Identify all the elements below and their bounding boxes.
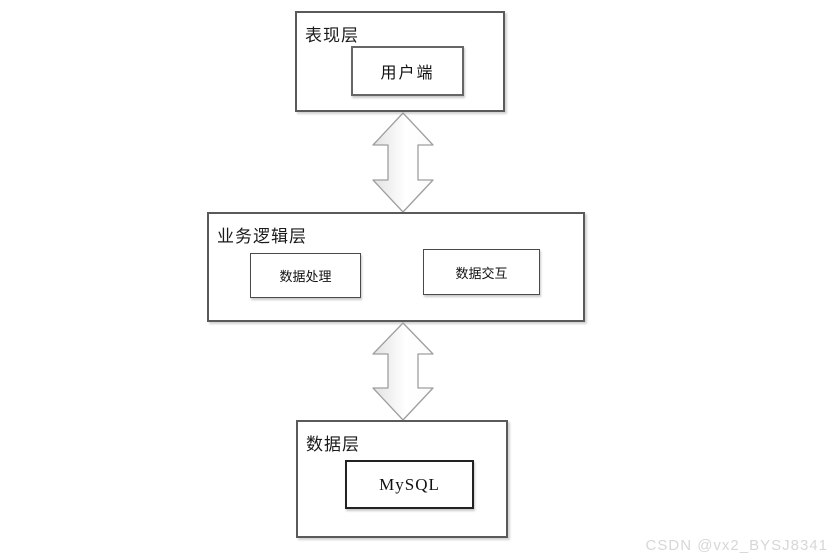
watermark-text: CSDN @vx2_BYSJ8341	[645, 537, 828, 554]
layer-data: 数据层 MySQL	[296, 420, 508, 538]
node-mysql-label: MySQL	[379, 474, 440, 494]
double-arrow-icon	[372, 322, 434, 421]
layer-business-logic-title: 业务逻辑层	[217, 227, 307, 246]
node-data-interaction-label: 数据交互	[455, 265, 508, 281]
layer-presentation: 表现层 用户端	[295, 11, 505, 112]
layer-business-logic: 业务逻辑层 数据处理 数据交互	[207, 212, 585, 322]
node-client-label: 用户端	[380, 65, 435, 82]
node-client: 用户端	[351, 46, 464, 96]
node-data-interaction: 数据交互	[423, 249, 540, 295]
layer-data-title: 数据层	[306, 435, 360, 454]
node-mysql: MySQL	[345, 460, 474, 509]
layer-presentation-title: 表现层	[305, 26, 359, 45]
node-data-processing: 数据处理	[250, 253, 361, 298]
double-arrow-icon	[372, 112, 434, 213]
node-data-processing-label: 数据处理	[279, 269, 332, 284]
